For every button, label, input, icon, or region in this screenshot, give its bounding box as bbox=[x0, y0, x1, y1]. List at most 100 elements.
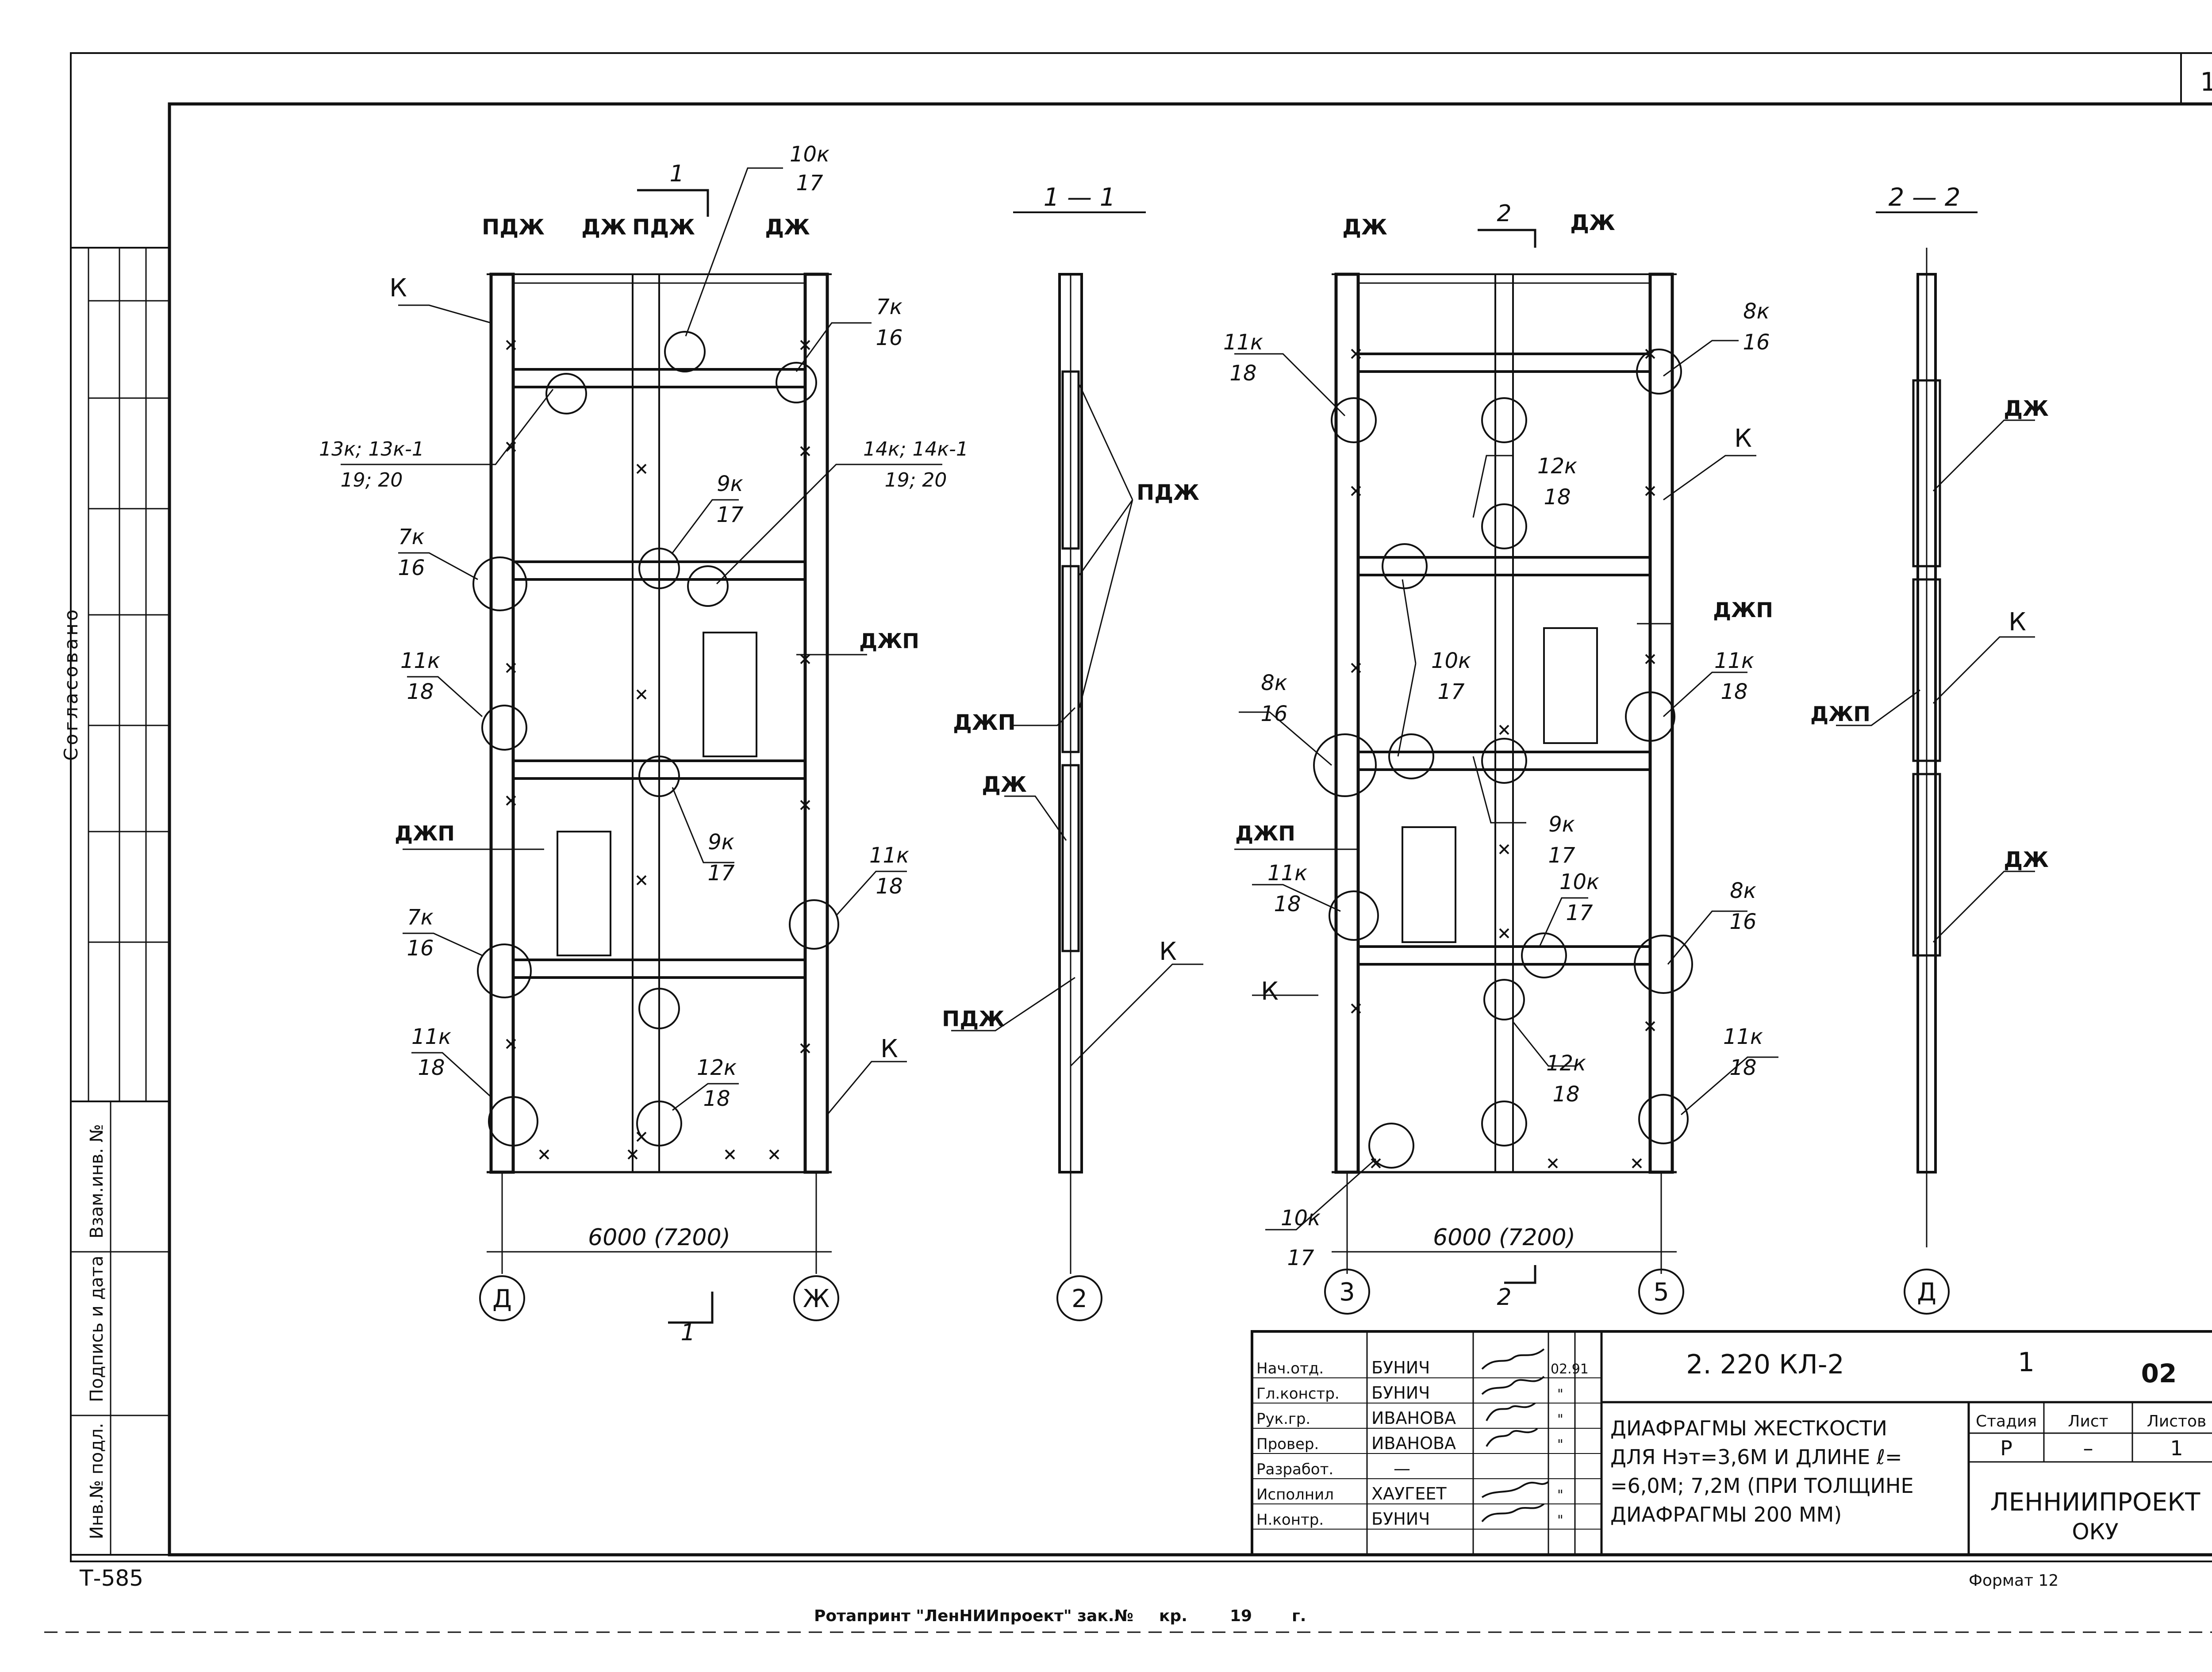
page-number-box bbox=[2180, 52, 2212, 105]
sig-date: " bbox=[1557, 1412, 1563, 1427]
plan2-callout-bottom: 17 bbox=[1287, 1246, 1314, 1270]
plan1-top-label: ПДЖ bbox=[482, 215, 545, 240]
plan2-callout-top: 8к bbox=[1743, 299, 1770, 324]
plan2-callout-bottom: 17 bbox=[1548, 843, 1575, 868]
sheet-header: Лист bbox=[2068, 1412, 2108, 1430]
doc-issue: 1 bbox=[2018, 1347, 2035, 1378]
opening bbox=[1543, 627, 1598, 744]
section2-axis: Д bbox=[1917, 1278, 1936, 1307]
print-line-mid: кр. bbox=[1159, 1607, 1187, 1625]
plan2-dimension: 6000 (7200) bbox=[1433, 1224, 1575, 1251]
sheets-header: Листов bbox=[2147, 1412, 2206, 1430]
plan2-callout-bottom: 17 bbox=[1566, 901, 1593, 925]
sig-role: Рук.гр. bbox=[1256, 1410, 1310, 1428]
plan2-callout-bottom: 16 bbox=[1743, 330, 1770, 355]
plan2-callout-bottom: 18 bbox=[1720, 679, 1747, 704]
plan1-callout-bottom: 18 bbox=[407, 679, 434, 704]
sig-role: Н.контр. bbox=[1256, 1511, 1324, 1529]
plan1-section-mark-bottom: 1 bbox=[680, 1319, 695, 1346]
sig-name: ХАУГЕЕТ bbox=[1371, 1484, 1447, 1503]
plan2-callout-top: 12к bbox=[1546, 1051, 1586, 1076]
section1-label: К bbox=[1159, 937, 1177, 966]
sig-name: — bbox=[1394, 1459, 1410, 1478]
column-right bbox=[803, 272, 829, 1174]
plan1-callout-bottom: 16 bbox=[407, 936, 434, 961]
sig-name: БУНИЧ bbox=[1371, 1509, 1430, 1529]
plan1-callout-bottom: 19; 20 bbox=[885, 469, 947, 491]
plan2-callout-top: ДЖП bbox=[1713, 598, 1773, 622]
plan1-callout-top: 13к; 13к-1 bbox=[319, 438, 424, 460]
column-left bbox=[1334, 272, 1360, 1174]
plan2-callout-top: 11к bbox=[1714, 648, 1754, 673]
plan2-section-mark-bottom: 2 bbox=[1497, 1284, 1511, 1311]
plan-1: 6000 (7200) Д Ж 1 1 ПДЖ ДЖ ПДЖ ДЖ bbox=[319, 142, 968, 1346]
section2-label: К bbox=[2008, 608, 2026, 637]
plan1-top-label: ДЖ bbox=[765, 215, 810, 240]
plan2-callout-bottom: 18 bbox=[1729, 1055, 1756, 1080]
doc-title-line: ДЛЯ Нэт=3,6М И ДЛИНЕ ℓ= bbox=[1610, 1445, 1902, 1469]
plan2-callout-top: 11к bbox=[1223, 330, 1263, 355]
plan1-callout-bottom: 18 bbox=[876, 874, 902, 899]
plan1-callout-bottom: 17 bbox=[716, 502, 744, 527]
print-line-left: Ротапринт "ЛенНИИпроект" зак.№ bbox=[814, 1607, 1133, 1625]
org-name: ЛЕННИИПРОЕКТ bbox=[1990, 1488, 2201, 1517]
plan1-callout-top: 7к bbox=[398, 525, 425, 549]
plan1-callout-top: 9к bbox=[717, 472, 743, 496]
plan1-callout-top: ДЖП bbox=[859, 629, 919, 653]
section1-axis: 2 bbox=[1071, 1285, 1087, 1313]
sig-date: " bbox=[1557, 1437, 1563, 1453]
stage-header: Стадия bbox=[1976, 1412, 2037, 1430]
opening bbox=[1402, 826, 1456, 943]
plan1-callout-top: 9к bbox=[708, 830, 734, 855]
plan1-callout-top: 11к bbox=[411, 1024, 451, 1049]
sign-date-label: Подпись и дата bbox=[87, 1256, 107, 1402]
doc-sheet-code: 02 bbox=[2141, 1358, 2177, 1388]
plan2-callout-top: 9к bbox=[1548, 812, 1575, 837]
sig-name: ИВАНОВА bbox=[1371, 1408, 1456, 1428]
plan2-callout-top: 11к bbox=[1723, 1024, 1763, 1049]
sheet-value: – bbox=[2083, 1436, 2093, 1460]
sig-role: Гл.констр. bbox=[1256, 1385, 1340, 1403]
doc-title-line: ДИАФРАГМЫ ЖЕСТКОСТИ bbox=[1610, 1416, 1887, 1440]
plan1-callout-bottom: 19; 20 bbox=[341, 469, 403, 491]
plan1-callout-bottom: 17 bbox=[796, 171, 823, 196]
sig-role: Нач.отд. bbox=[1256, 1360, 1324, 1377]
plan1-callout-bottom: 16 bbox=[876, 326, 902, 350]
plan1-axis-right: Ж bbox=[803, 1285, 830, 1313]
section2-label: ДЖ bbox=[2004, 848, 2049, 872]
inner-frame bbox=[168, 102, 2212, 1557]
section-2-2: 2 — 2 Д ДЖ К ДЖП ДЖ bbox=[1810, 183, 2049, 1315]
plan2-callout-top: К bbox=[1734, 424, 1752, 453]
plan2-callout-bottom: 16 bbox=[1729, 909, 1756, 934]
plan2-callout-top: 12к bbox=[1537, 454, 1577, 479]
plan2-callout-bottom: 18 bbox=[1552, 1082, 1579, 1107]
section1-label: ПДЖ bbox=[942, 1007, 1005, 1032]
plan1-section-mark-top: 1 bbox=[669, 161, 684, 187]
plan1-top-label: ДЖ bbox=[581, 215, 626, 240]
column-left bbox=[489, 272, 515, 1174]
plan1-callout-top: К bbox=[880, 1035, 898, 1063]
plan1-dimension: 6000 (7200) bbox=[588, 1224, 730, 1251]
section1-title: 1 — 1 bbox=[1044, 183, 1116, 212]
sig-name: БУНИЧ bbox=[1371, 1383, 1430, 1403]
section2-title: 2 — 2 bbox=[1889, 183, 1961, 212]
sig-date: " bbox=[1557, 1513, 1563, 1528]
sig-date: " bbox=[1557, 1488, 1563, 1503]
column-right bbox=[1648, 272, 1674, 1174]
format-label: Формат 12 bbox=[1969, 1572, 2058, 1590]
plan1-callout-bottom: 16 bbox=[398, 556, 425, 580]
doc-title-line: =6,0М; 7,2М (ПРИ ТОЛЩИНЕ bbox=[1610, 1474, 1914, 1498]
plan2-callout-top: ДЖП bbox=[1235, 821, 1295, 845]
sig-role: Исполнил bbox=[1256, 1486, 1334, 1503]
side-stamp: Согласовано Взам.инв. № Подпись и дата И… bbox=[60, 247, 170, 1556]
print-line-year: 19 bbox=[1230, 1607, 1252, 1625]
plan1-callout-top: 10к bbox=[790, 142, 830, 167]
plan2-callout-bottom: 18 bbox=[1274, 892, 1301, 917]
opening bbox=[703, 632, 757, 757]
plan1-callout-top: 14к; 14к-1 bbox=[863, 438, 968, 460]
doc-code: 2. 220 КЛ-2 bbox=[1686, 1349, 1844, 1380]
plan2-callout-top: 10к bbox=[1281, 1206, 1321, 1231]
page-number: 13 bbox=[2200, 67, 2212, 97]
plan1-callout-top: 11к bbox=[400, 648, 440, 673]
section1-label: ДЖП bbox=[953, 710, 1016, 735]
